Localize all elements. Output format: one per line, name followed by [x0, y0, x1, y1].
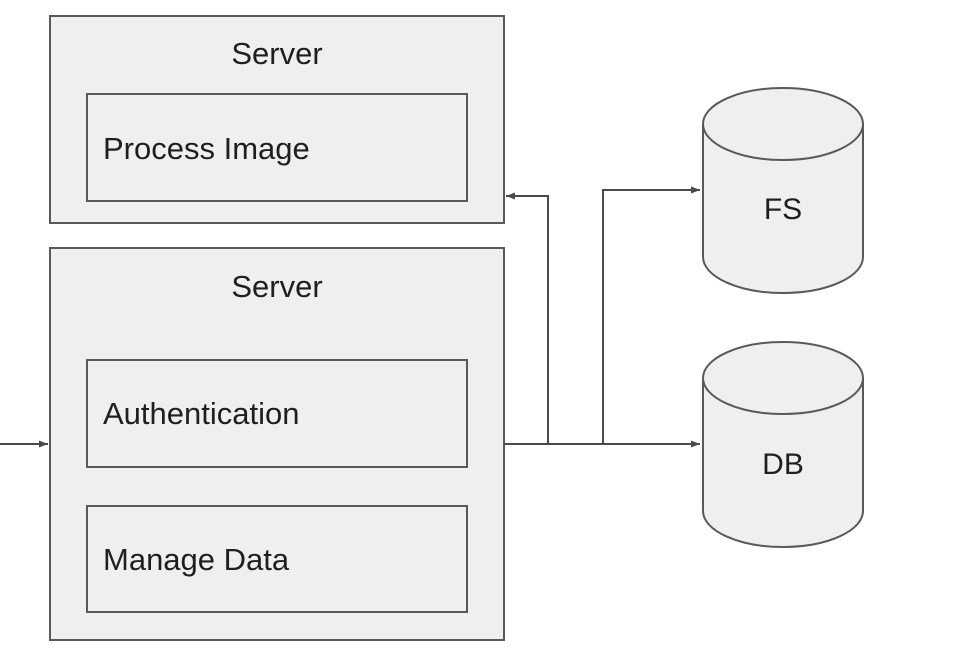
- module-label: Process Image: [103, 131, 310, 166]
- connectors: [0, 186, 700, 448]
- store-label: DB: [762, 448, 804, 481]
- arrow-to-process-server: [506, 192, 549, 444]
- cylinder-body: [702, 378, 864, 548]
- module-label: Manage Data: [103, 542, 290, 577]
- module-authentication: Authentication: [86, 359, 468, 468]
- fs-database-icon: FS: [702, 87, 864, 294]
- module-box: [86, 359, 468, 468]
- server-title: Server: [231, 36, 322, 71]
- module-manage-data: Manage Data: [86, 505, 468, 613]
- cylinder-body: [702, 124, 864, 294]
- module-process-image: Process Image: [86, 93, 468, 202]
- module-box: [86, 505, 468, 613]
- server-main: Server Authentication Manage Data: [49, 247, 505, 641]
- cylinder-top: [702, 341, 864, 415]
- arrow-to-fs: [602, 186, 700, 444]
- db-database-icon: DB: [702, 341, 864, 548]
- server-title: Server: [231, 269, 322, 304]
- store-label: FS: [764, 193, 802, 226]
- module-box: [86, 93, 468, 202]
- cylinder-top: [702, 87, 864, 161]
- server-process-image: Server Process Image: [49, 15, 505, 224]
- module-label: Authentication: [103, 396, 299, 431]
